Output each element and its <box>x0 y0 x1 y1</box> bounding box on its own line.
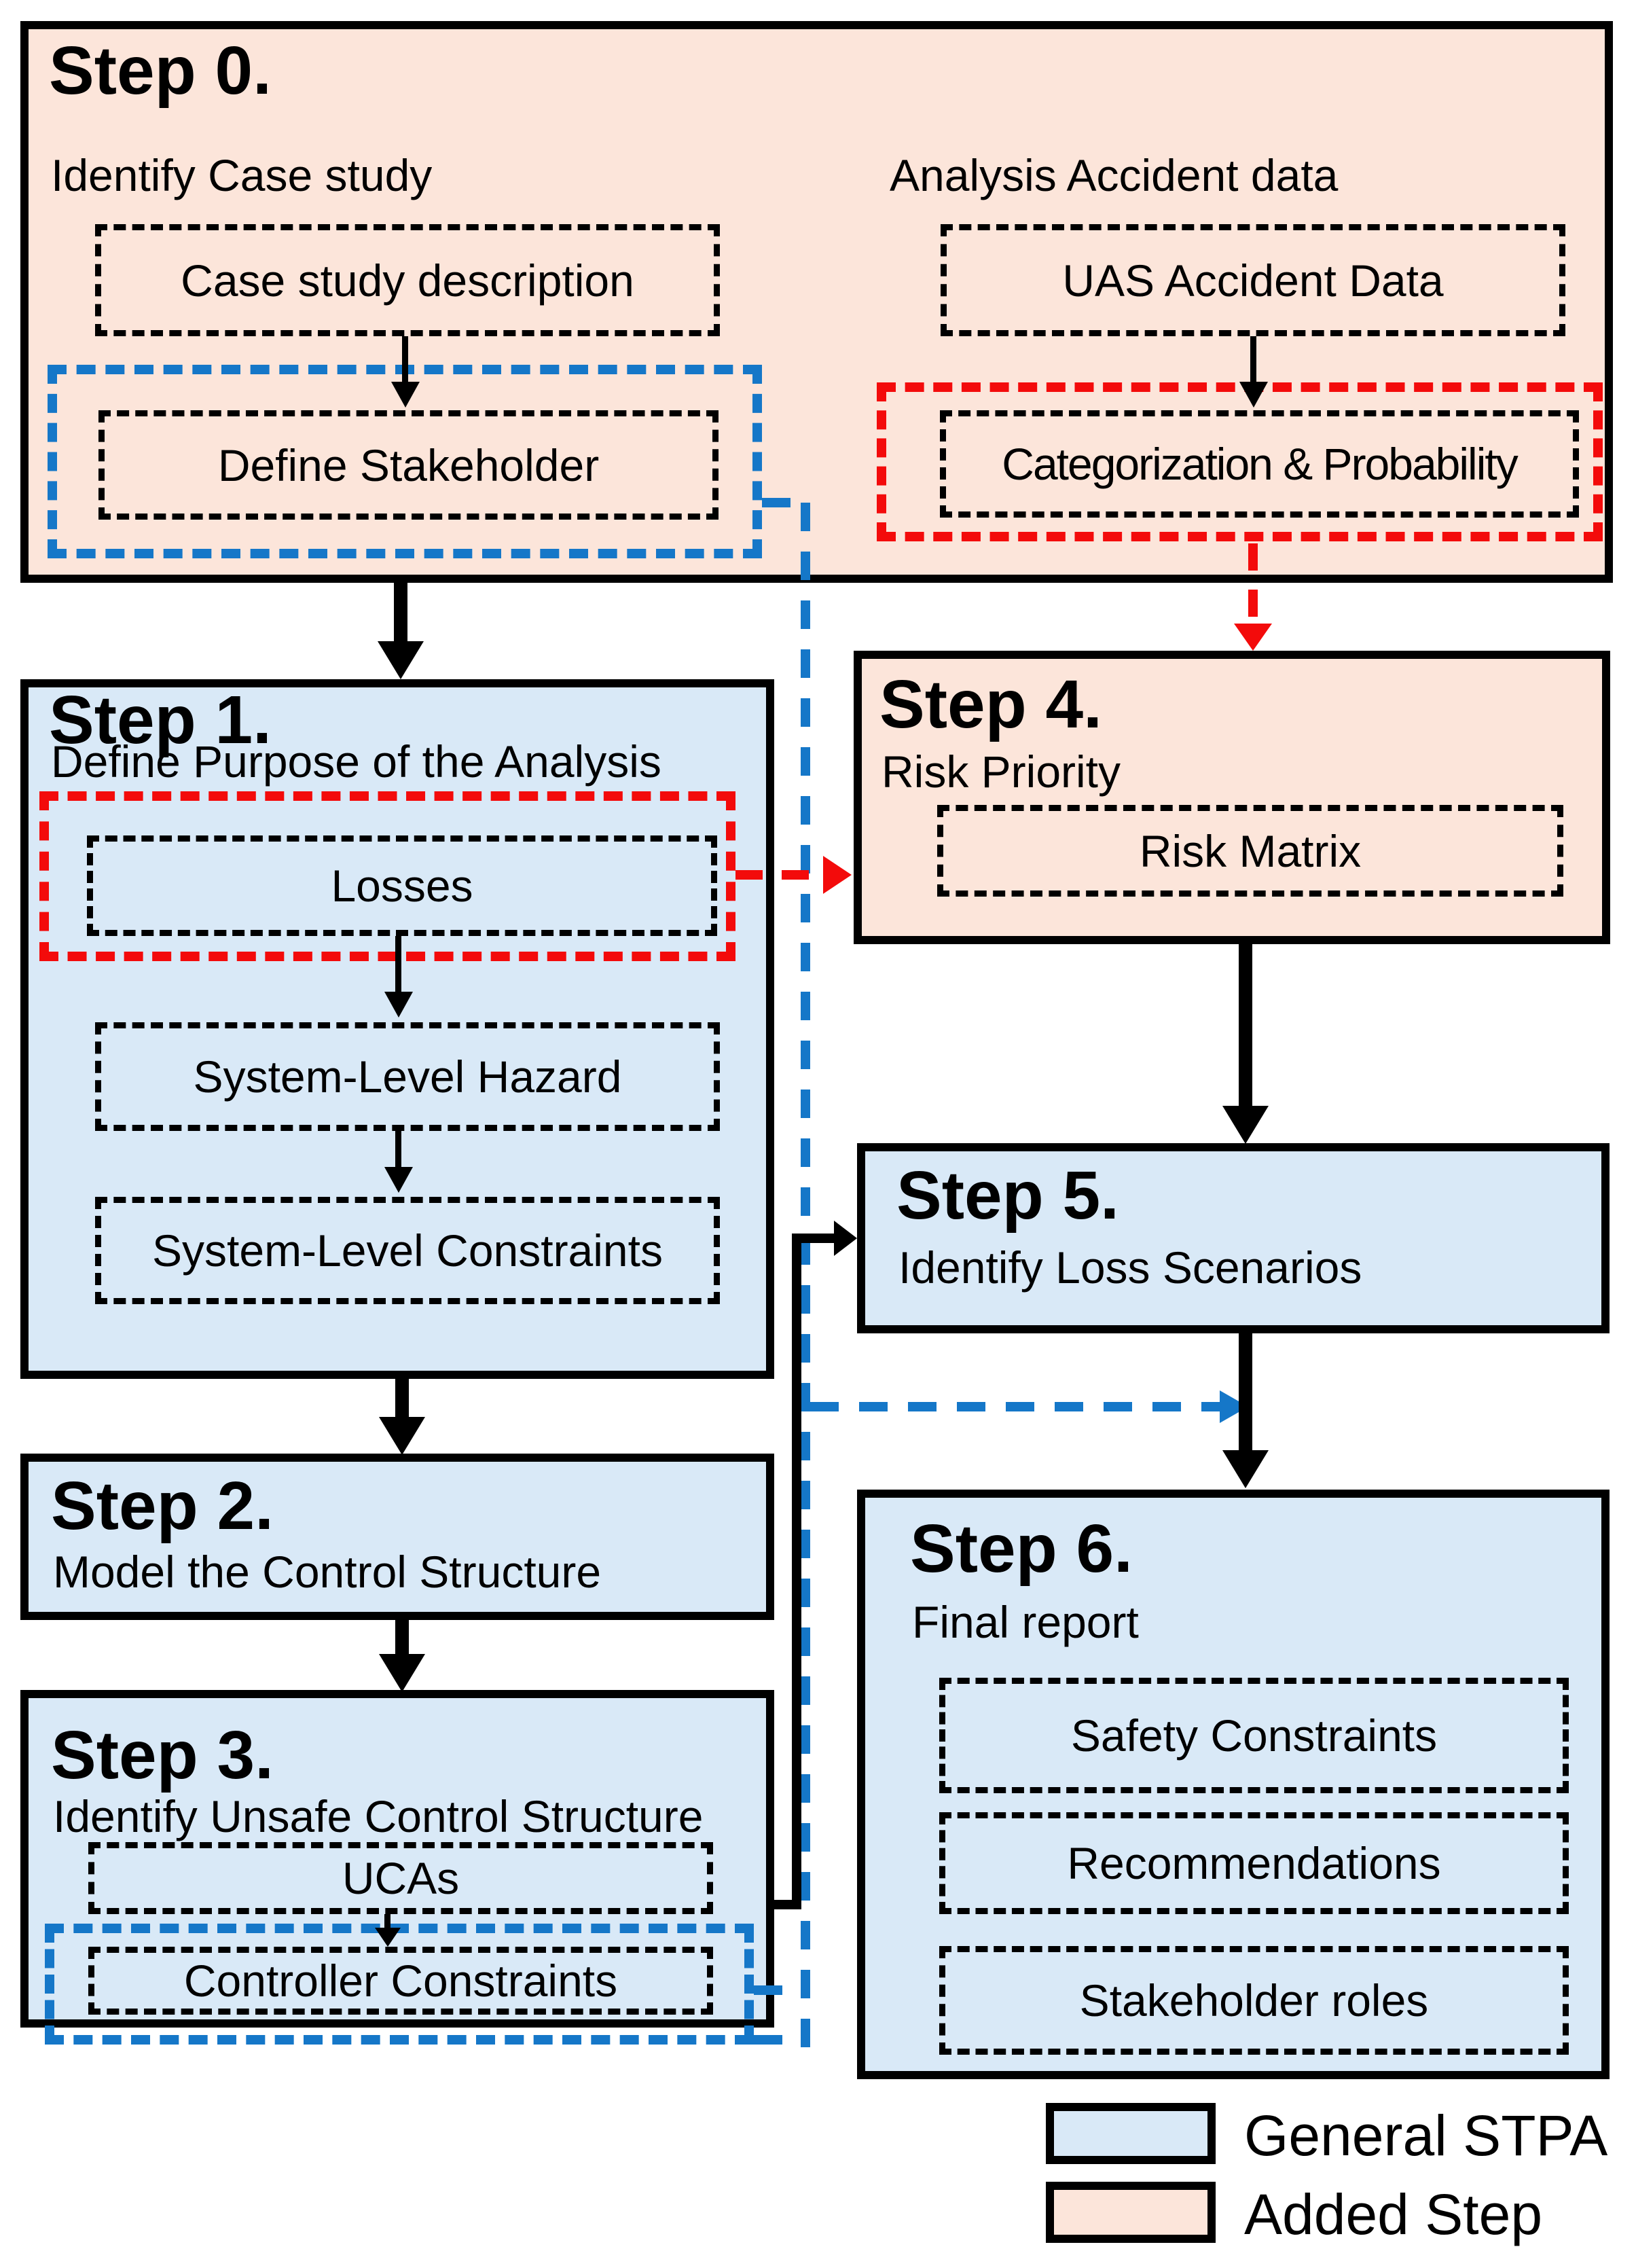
step4-subtitle: Risk Priority <box>881 746 1121 797</box>
connector-step3-to-step5-vertical <box>792 1234 801 1909</box>
step0-right-label: Analysis Accident data <box>890 150 1339 200</box>
arrow-losses-to-hazard <box>395 936 401 994</box>
arrow-step4-to-step5 <box>1239 944 1252 1107</box>
red-arrow-losses-to-step4 <box>735 870 824 880</box>
legend-swatch-general-stpa <box>1046 2103 1216 2164</box>
legend-swatch-added-step <box>1046 2182 1216 2243</box>
step1-subtitle: Define Purpose of the Analysis <box>51 736 661 787</box>
blue-connector-stakeholder-stub <box>762 498 805 507</box>
arrowhead-down-icon <box>1222 1450 1269 1488</box>
legend-label-added-step: Added Step <box>1244 2182 1543 2246</box>
arrow-step2-to-step3 <box>395 1620 409 1655</box>
arrow-step1-to-step2 <box>395 1379 409 1418</box>
blue-connector-controller-stub <box>754 1985 801 1995</box>
red-arrowhead-right-icon <box>823 856 852 894</box>
arrowhead-down-icon <box>384 1167 413 1193</box>
arrowhead-down-icon <box>378 641 424 679</box>
blue-connector-bottom-extension <box>754 2035 810 2045</box>
arrowhead-down-icon <box>379 1417 425 1455</box>
system-level-hazard-box: System-Level Hazard <box>95 1022 720 1131</box>
red-arrow-categorization-to-step4 <box>1248 543 1258 624</box>
blue-connector-branch-to-step6 <box>810 1402 1222 1411</box>
step0-box <box>20 21 1613 583</box>
step1-title: Step 1. <box>49 682 272 758</box>
step3-subtitle: Identify Unsafe Control Structure <box>53 1791 704 1841</box>
step3-box <box>20 1690 774 2028</box>
legend-label-general-stpa: General STPA <box>1244 2104 1608 2167</box>
define-stakeholder-box: Define Stakeholder <box>98 410 719 520</box>
step4-title: Step 4. <box>879 666 1102 742</box>
step6-title: Step 6. <box>910 1511 1133 1587</box>
risk-matrix-box: Risk Matrix <box>937 805 1563 897</box>
arrow-step5-to-step6 <box>1239 1333 1252 1452</box>
step6-box <box>857 1490 1610 2079</box>
controller-constraints-box: Controller Constraints <box>88 1947 713 2015</box>
red-highlight-losses <box>39 791 735 961</box>
arrow-ucas-to-controller <box>384 1914 390 1930</box>
arrowhead-down-icon <box>375 1928 401 1947</box>
case-study-description-box: Case study description <box>95 224 720 336</box>
arrow-uas-to-categorization <box>1250 336 1256 385</box>
arrow-hazard-to-constraints <box>395 1131 401 1168</box>
arrowhead-down-icon <box>1239 382 1268 408</box>
arrowhead-right-icon <box>834 1221 857 1256</box>
recommendations-box: Recommendations <box>939 1812 1569 1914</box>
red-arrowhead-down-icon <box>1234 624 1272 651</box>
blue-connector-vertical-line <box>801 503 810 2049</box>
uas-accident-data-box: UAS Accident Data <box>941 224 1565 336</box>
arrowhead-down-icon <box>391 382 420 408</box>
arrowhead-down-icon <box>1222 1106 1269 1144</box>
arrowhead-down-icon <box>384 992 413 1018</box>
arrowhead-down-icon <box>379 1654 425 1692</box>
step2-box <box>20 1454 774 1620</box>
arrow-step0-to-step1 <box>394 583 407 643</box>
step2-title: Step 2. <box>51 1468 274 1544</box>
system-level-constraints-box: System-Level Constraints <box>95 1197 720 1304</box>
ucas-box: UCAs <box>88 1842 713 1914</box>
safety-constraints-box: Safety Constraints <box>939 1678 1569 1793</box>
step2-subtitle: Model the Control Structure <box>53 1547 602 1597</box>
step0-title: Step 0. <box>49 33 272 109</box>
losses-box: Losses <box>87 835 717 936</box>
step5-subtitle: Identify Loss Scenarios <box>898 1242 1362 1293</box>
step3-title: Step 3. <box>51 1717 274 1793</box>
stakeholder-roles-box: Stakeholder roles <box>939 1946 1569 2055</box>
arrow-case-to-stakeholder <box>402 336 408 385</box>
connector-step3-to-step5-horizontal <box>792 1234 835 1243</box>
step6-subtitle: Final report <box>912 1597 1139 1647</box>
step5-box <box>857 1143 1610 1333</box>
step5-title: Step 5. <box>896 1157 1119 1234</box>
categorization-probability-box: Categorization & Probability <box>940 410 1579 518</box>
step0-left-label: Identify Case study <box>51 150 433 200</box>
